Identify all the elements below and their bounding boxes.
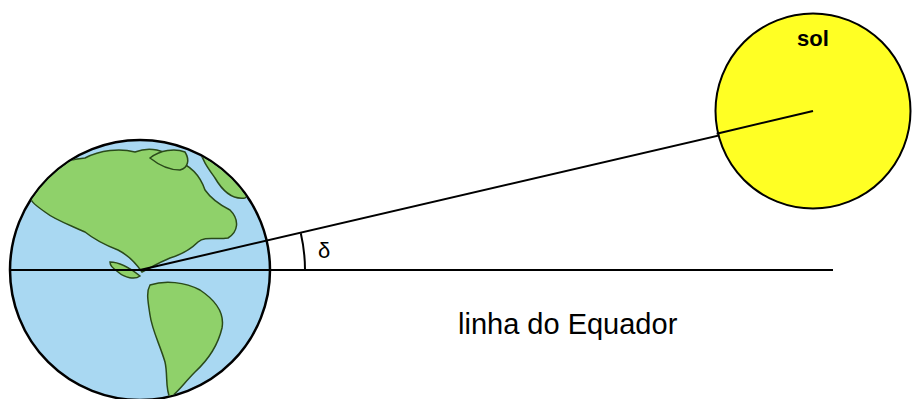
sun-label: sol (714, 26, 912, 52)
angle-symbol: δ (318, 238, 330, 264)
sun-circle: sol (714, 12, 912, 210)
angle-arc (301, 233, 305, 270)
equator-line (10, 269, 833, 271)
equator-label: linha do Equador (458, 308, 677, 341)
continents (28, 146, 255, 398)
